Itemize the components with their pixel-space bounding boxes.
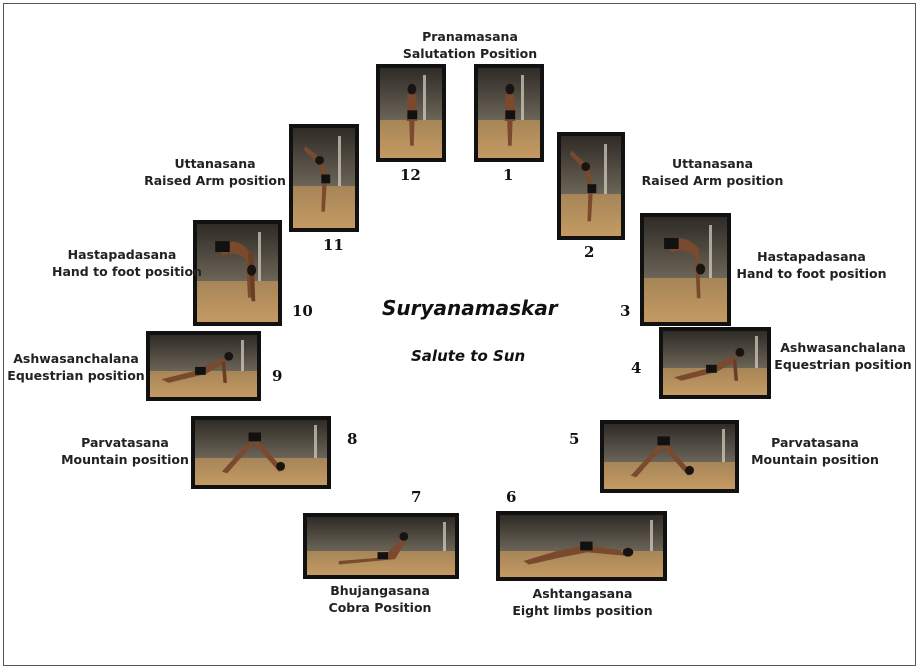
pose-name-1: Pranamasana — [422, 29, 518, 44]
pose-label-2: Uttanasana Raised Arm position — [635, 155, 790, 189]
pose-photo-8 — [191, 416, 331, 489]
lunge-figure-icon — [674, 347, 745, 381]
lunge-figure-icon — [161, 351, 234, 383]
pose-name-2: Uttanasana — [671, 156, 754, 171]
pose-name-9: Ashwasanchalana — [13, 351, 139, 366]
pose-number-11: 11 — [323, 236, 344, 254]
pose-desc-7: Cobra Position — [328, 600, 432, 615]
pose-desc-10: Hand to foot position — [52, 264, 202, 279]
pose-label-8: Parvatasana Mountain position — [55, 434, 195, 468]
pose-photo-1 — [474, 64, 544, 162]
pose-number-6: 6 — [506, 488, 517, 506]
pose-number-3: 3 — [620, 302, 631, 320]
standing-figure-icon — [406, 83, 418, 146]
forward-bend-figure-icon — [664, 238, 706, 299]
pose-photo-11 — [289, 124, 359, 232]
pose-photo-7 — [303, 513, 459, 579]
pose-label-7: Bhujangasana Cobra Position — [305, 582, 455, 616]
pose-photo-9 — [146, 331, 261, 401]
pose-photo-12 — [376, 64, 446, 162]
pose-desc-9: Equestrian position — [7, 368, 145, 383]
cobra-figure-icon — [338, 531, 409, 565]
raised-arm-figure-icon — [569, 150, 597, 222]
raised-arm-figure-icon — [303, 146, 331, 212]
pose-desc-6: Eight limbs position — [512, 603, 653, 618]
pose-photo-3 — [640, 213, 731, 326]
pose-number-2: 2 — [584, 243, 595, 261]
pose-desc-3: Hand to foot position — [736, 266, 887, 281]
pose-desc-8: Mountain position — [61, 452, 189, 467]
pose-name-8: Parvatasana — [81, 435, 169, 450]
outer-border — [3, 3, 916, 666]
forward-bend-figure-icon — [215, 241, 257, 302]
pose-number-10: 10 — [292, 302, 313, 320]
pose-label-4: Ashwasanchalana Equestrian position — [773, 339, 913, 373]
pose-name-7: Bhujangasana — [330, 583, 430, 598]
pose-number-9: 9 — [272, 367, 283, 385]
pose-number-1: 1 — [503, 166, 514, 184]
pose-desc-1: Salutation Position — [402, 46, 538, 61]
mountain-figure-icon — [221, 432, 286, 474]
pose-photo-4 — [659, 327, 771, 399]
pose-desc-2: Raised Arm position — [641, 173, 784, 188]
pose-photo-6 — [496, 511, 667, 581]
pose-number-12: 12 — [400, 166, 421, 184]
pose-label-11: Uttanasana Raised Arm position — [140, 155, 290, 189]
pose-name-3: Hastapadasana — [757, 249, 866, 264]
diagram-title: Suryanamaskar — [382, 296, 558, 320]
pose-desc-5: Mountain position — [751, 452, 879, 467]
pose-photo-2 — [557, 132, 625, 240]
pose-number-5: 5 — [569, 430, 580, 448]
pose-label-3: Hastapadasana Hand to foot position — [734, 248, 889, 282]
pose-name-6: Ashtangasana — [532, 586, 633, 601]
diagram-subtitle: Salute to Sun — [411, 347, 526, 365]
pose-number-8: 8 — [347, 430, 358, 448]
pose-name-4: Ashwasanchalana — [780, 340, 906, 355]
pose-label-5: Parvatasana Mountain position — [745, 434, 885, 468]
pose-number-4: 4 — [631, 359, 642, 377]
pose-desc-4: Equestrian position — [774, 357, 912, 372]
pose-photo-5 — [600, 420, 739, 493]
pose-name-5: Parvatasana — [771, 435, 859, 450]
pose-photo-10 — [193, 220, 282, 326]
pose-desc-11: Raised Arm position — [144, 173, 286, 188]
standing-figure-icon — [504, 83, 516, 146]
pose-label-6: Ashtangasana Eight limbs position — [505, 585, 660, 619]
pose-number-7: 7 — [411, 488, 422, 506]
mountain-figure-icon — [630, 436, 694, 478]
pose-label-10: Hastapadasana Hand to foot position — [52, 246, 202, 280]
pose-label-9: Ashwasanchalana Equestrian position — [7, 350, 145, 384]
pose-name-10: Hastapadasana — [67, 247, 177, 262]
eight-limbs-figure-icon — [523, 541, 634, 565]
pose-label-1-12: Pranamasana Salutation Position — [400, 28, 540, 62]
pose-name-11: Uttanasana — [174, 156, 256, 171]
